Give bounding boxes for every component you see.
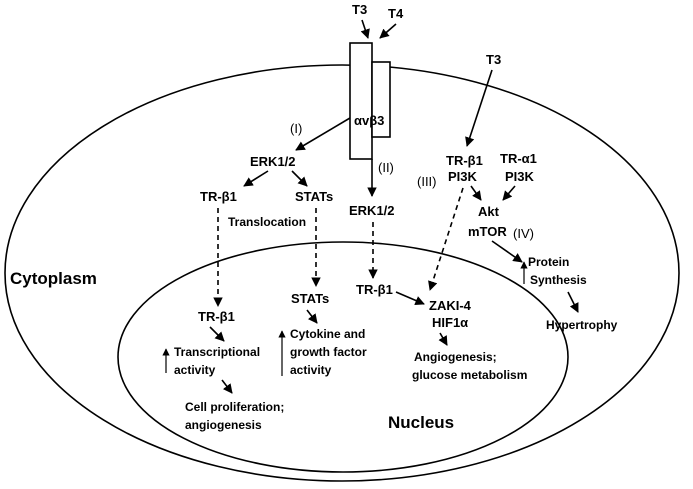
t3-top-arrow: [360, 19, 370, 39]
stats-left-label: STATs: [295, 189, 333, 204]
t4-top-arrow: [379, 23, 397, 39]
zaki-label: ZAKI-4: [429, 298, 472, 313]
t4-top-label: T4: [388, 6, 404, 21]
path-iii-label: (III): [417, 174, 437, 189]
pi3k-to-akt-arrow-left: [470, 185, 482, 201]
mtor-to-protein-arrow: [491, 240, 523, 263]
erk-center-label: ERK1/2: [349, 203, 395, 218]
stats-nuc-label: STATs: [291, 291, 329, 306]
t3-right-label: T3: [486, 52, 501, 67]
tr-b1-to-zaki-arrow: [395, 291, 425, 306]
t3-right-arrow: [465, 69, 493, 147]
pi3k-right1-label: PI3K: [448, 169, 478, 184]
cytokine-label: Cytokine and: [290, 327, 365, 341]
path-iv-label: (IV): [513, 226, 534, 241]
glucose-metabolism-label: glucose metabolism: [412, 368, 527, 382]
stats-nuc-to-cytokine-arrow: [306, 309, 318, 324]
tr-b1-center-label: TR-β1: [356, 282, 393, 297]
akt-label: Akt: [478, 204, 500, 219]
transcriptional-label: Transcriptional: [174, 345, 260, 359]
path-i-label: (I): [290, 121, 302, 136]
hif-to-angiogenesis-arrow: [438, 332, 448, 346]
tr-b1-nuc-label: TR-β1: [198, 309, 235, 324]
nucleus-label: Nucleus: [388, 413, 454, 432]
pi3k-to-zaki-arrow: [428, 187, 464, 291]
growth-factor-label: growth factor: [290, 345, 367, 359]
synthesis-label: Synthesis: [530, 273, 587, 287]
receptor-left-bar: [349, 42, 373, 160]
mtor-label: mTOR: [468, 224, 507, 239]
pi3k-to-akt-arrow-right: [502, 185, 516, 201]
tr-a1-label: TR-α1: [500, 151, 537, 166]
erk-left-label: ERK1/2: [250, 154, 296, 169]
cytokine-activity-label: activity: [290, 363, 332, 377]
erk-to-stats-arrow: [291, 170, 308, 187]
tr-b1-right-label: TR-β1: [446, 153, 483, 168]
hypertrophy-label: Hypertrophy: [546, 318, 618, 332]
angiogenesis-glucose-label: Angiogenesis;: [414, 350, 497, 364]
t3-top-label: T3: [352, 2, 367, 17]
transcription-to-proliferation-arrow: [221, 379, 233, 394]
cell-proliferation-label: Cell proliferation;: [185, 400, 284, 414]
translocation-label: Translocation: [228, 215, 306, 229]
angiogenesis-label: angiogenesis: [185, 418, 262, 432]
cell-membrane: [4, 64, 680, 482]
receptor-label: αvβ3: [354, 113, 384, 128]
synthesis-to-hypertrophy-arrow: [567, 291, 579, 313]
pi3k-right2-label: PI3K: [505, 169, 535, 184]
receptor-right-bar: [371, 61, 391, 138]
path-ii-label: (II): [378, 160, 394, 175]
protein-label: Protein: [528, 255, 569, 269]
receptor-to-erk-left-arrow: [295, 117, 351, 151]
tr-b1-left-label: TR-β1: [200, 189, 237, 204]
tr-b1-nuc-to-transcription-arrow: [209, 326, 225, 342]
nucleus-membrane: [117, 241, 569, 473]
hif-label: HIF1α: [432, 315, 468, 330]
erk-to-tr-b1-arrow: [243, 170, 269, 187]
cytoplasm-label: Cytoplasm: [10, 269, 97, 288]
activity-label: activity: [174, 363, 216, 377]
